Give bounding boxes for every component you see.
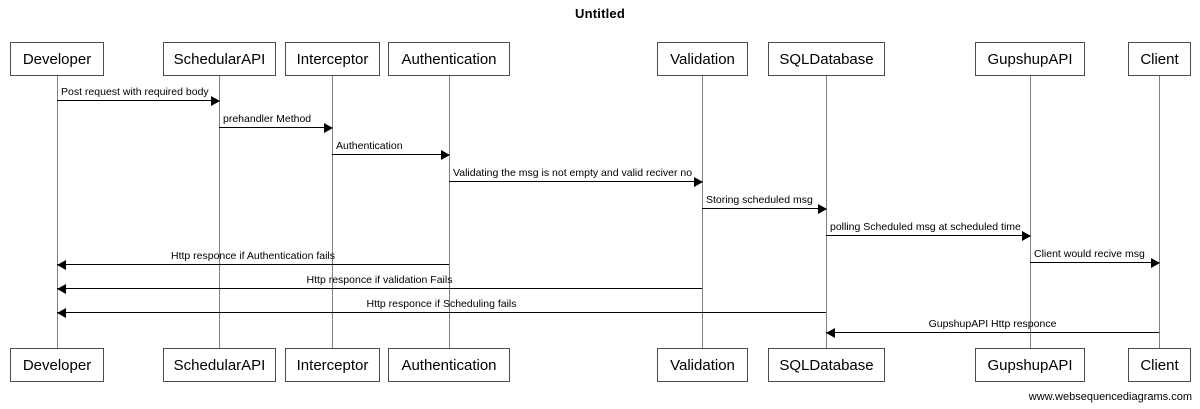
- message-line-3: [449, 181, 702, 182]
- actor-label: SchedularAPI: [173, 356, 266, 374]
- message-arrowhead-0: [211, 96, 220, 106]
- message-arrowhead-10: [826, 328, 835, 338]
- actor-header-schedularapi[interactable]: SchedularAPI: [163, 42, 276, 76]
- actor-header-interceptor[interactable]: Interceptor: [285, 42, 380, 76]
- actor-footer-gupshupapi[interactable]: GupshupAPI: [975, 348, 1085, 382]
- message-line-2: [332, 154, 449, 155]
- message-arrowhead-6: [1151, 258, 1160, 268]
- lifeline-validation: [702, 76, 703, 348]
- lifeline-authentication: [449, 76, 450, 348]
- actor-footer-sqldatabase[interactable]: SQLDatabase: [768, 348, 885, 382]
- page-title: Untitled: [575, 6, 625, 21]
- message-arrowhead-7: [57, 260, 66, 270]
- actor-label: Client: [1140, 356, 1179, 374]
- message-label-1: prehandler Method: [223, 113, 312, 125]
- actor-footer-validation[interactable]: Validation: [657, 348, 748, 382]
- actor-header-authentication[interactable]: Authentication: [388, 42, 510, 76]
- actor-header-sqldatabase[interactable]: SQLDatabase: [768, 42, 885, 76]
- message-line-0: [57, 100, 219, 101]
- message-line-6: [1030, 262, 1159, 263]
- message-line-9: [57, 312, 826, 313]
- footer-credit: www.websequencediagrams.com: [1028, 391, 1192, 403]
- message-label-3: Validating the msg is not empty and vali…: [453, 167, 693, 179]
- actor-footer-authentication[interactable]: Authentication: [388, 348, 510, 382]
- message-label-10: GupshupAPI Http responce: [928, 318, 1057, 330]
- actor-label: SQLDatabase: [779, 356, 874, 374]
- actor-label: Developer: [22, 50, 92, 68]
- message-line-7: [57, 264, 449, 265]
- lifeline-interceptor: [332, 76, 333, 348]
- message-arrowhead-4: [818, 204, 827, 214]
- actor-label: SQLDatabase: [779, 50, 874, 68]
- message-label-9: Http responce if Scheduling fails: [366, 298, 517, 310]
- actor-label: Validation: [670, 50, 735, 68]
- message-line-5: [826, 235, 1030, 236]
- lifeline-schedularapi: [219, 76, 220, 348]
- actor-header-developer[interactable]: Developer: [10, 42, 104, 76]
- actor-label: Authentication: [401, 356, 497, 374]
- lifeline-developer: [57, 76, 58, 348]
- message-label-7: Http responce if Authentication fails: [170, 250, 335, 262]
- message-label-0: Post request with required body: [61, 86, 209, 98]
- message-label-2: Authentication: [336, 140, 403, 152]
- message-arrowhead-3: [694, 177, 703, 187]
- lifeline-client: [1159, 76, 1160, 348]
- actor-label: SchedularAPI: [173, 50, 266, 68]
- message-arrowhead-1: [324, 123, 333, 133]
- actor-label: Developer: [22, 356, 92, 374]
- actor-header-validation[interactable]: Validation: [657, 42, 748, 76]
- message-label-8: Http responce if validation Fails: [306, 274, 453, 286]
- actor-label: GupshupAPI: [987, 356, 1073, 374]
- actor-header-gupshupapi[interactable]: GupshupAPI: [975, 42, 1085, 76]
- actor-label: GupshupAPI: [987, 50, 1073, 68]
- message-label-4: Storing scheduled msg: [706, 194, 813, 206]
- message-arrowhead-5: [1022, 231, 1031, 241]
- actor-footer-schedularapi[interactable]: SchedularAPI: [163, 348, 276, 382]
- actor-label: Interceptor: [296, 50, 369, 68]
- message-arrowhead-9: [57, 308, 66, 318]
- actor-label: Client: [1140, 50, 1179, 68]
- message-label-5: polling Scheduled msg at scheduled time: [830, 221, 1021, 233]
- message-arrowhead-2: [441, 150, 450, 160]
- message-line-1: [219, 127, 332, 128]
- actor-header-client[interactable]: Client: [1128, 42, 1191, 76]
- actor-label: Validation: [670, 356, 735, 374]
- message-line-8: [57, 288, 702, 289]
- message-line-4: [702, 208, 826, 209]
- actor-footer-interceptor[interactable]: Interceptor: [285, 348, 380, 382]
- actor-label: Interceptor: [296, 356, 369, 374]
- message-label-6: Client would recive msg: [1034, 248, 1145, 260]
- message-arrowhead-8: [57, 284, 66, 294]
- actor-label: Authentication: [401, 50, 497, 68]
- actor-footer-client[interactable]: Client: [1128, 348, 1191, 382]
- actor-footer-developer[interactable]: Developer: [10, 348, 104, 382]
- message-line-10: [826, 332, 1159, 333]
- lifeline-gupshupapi: [1030, 76, 1031, 348]
